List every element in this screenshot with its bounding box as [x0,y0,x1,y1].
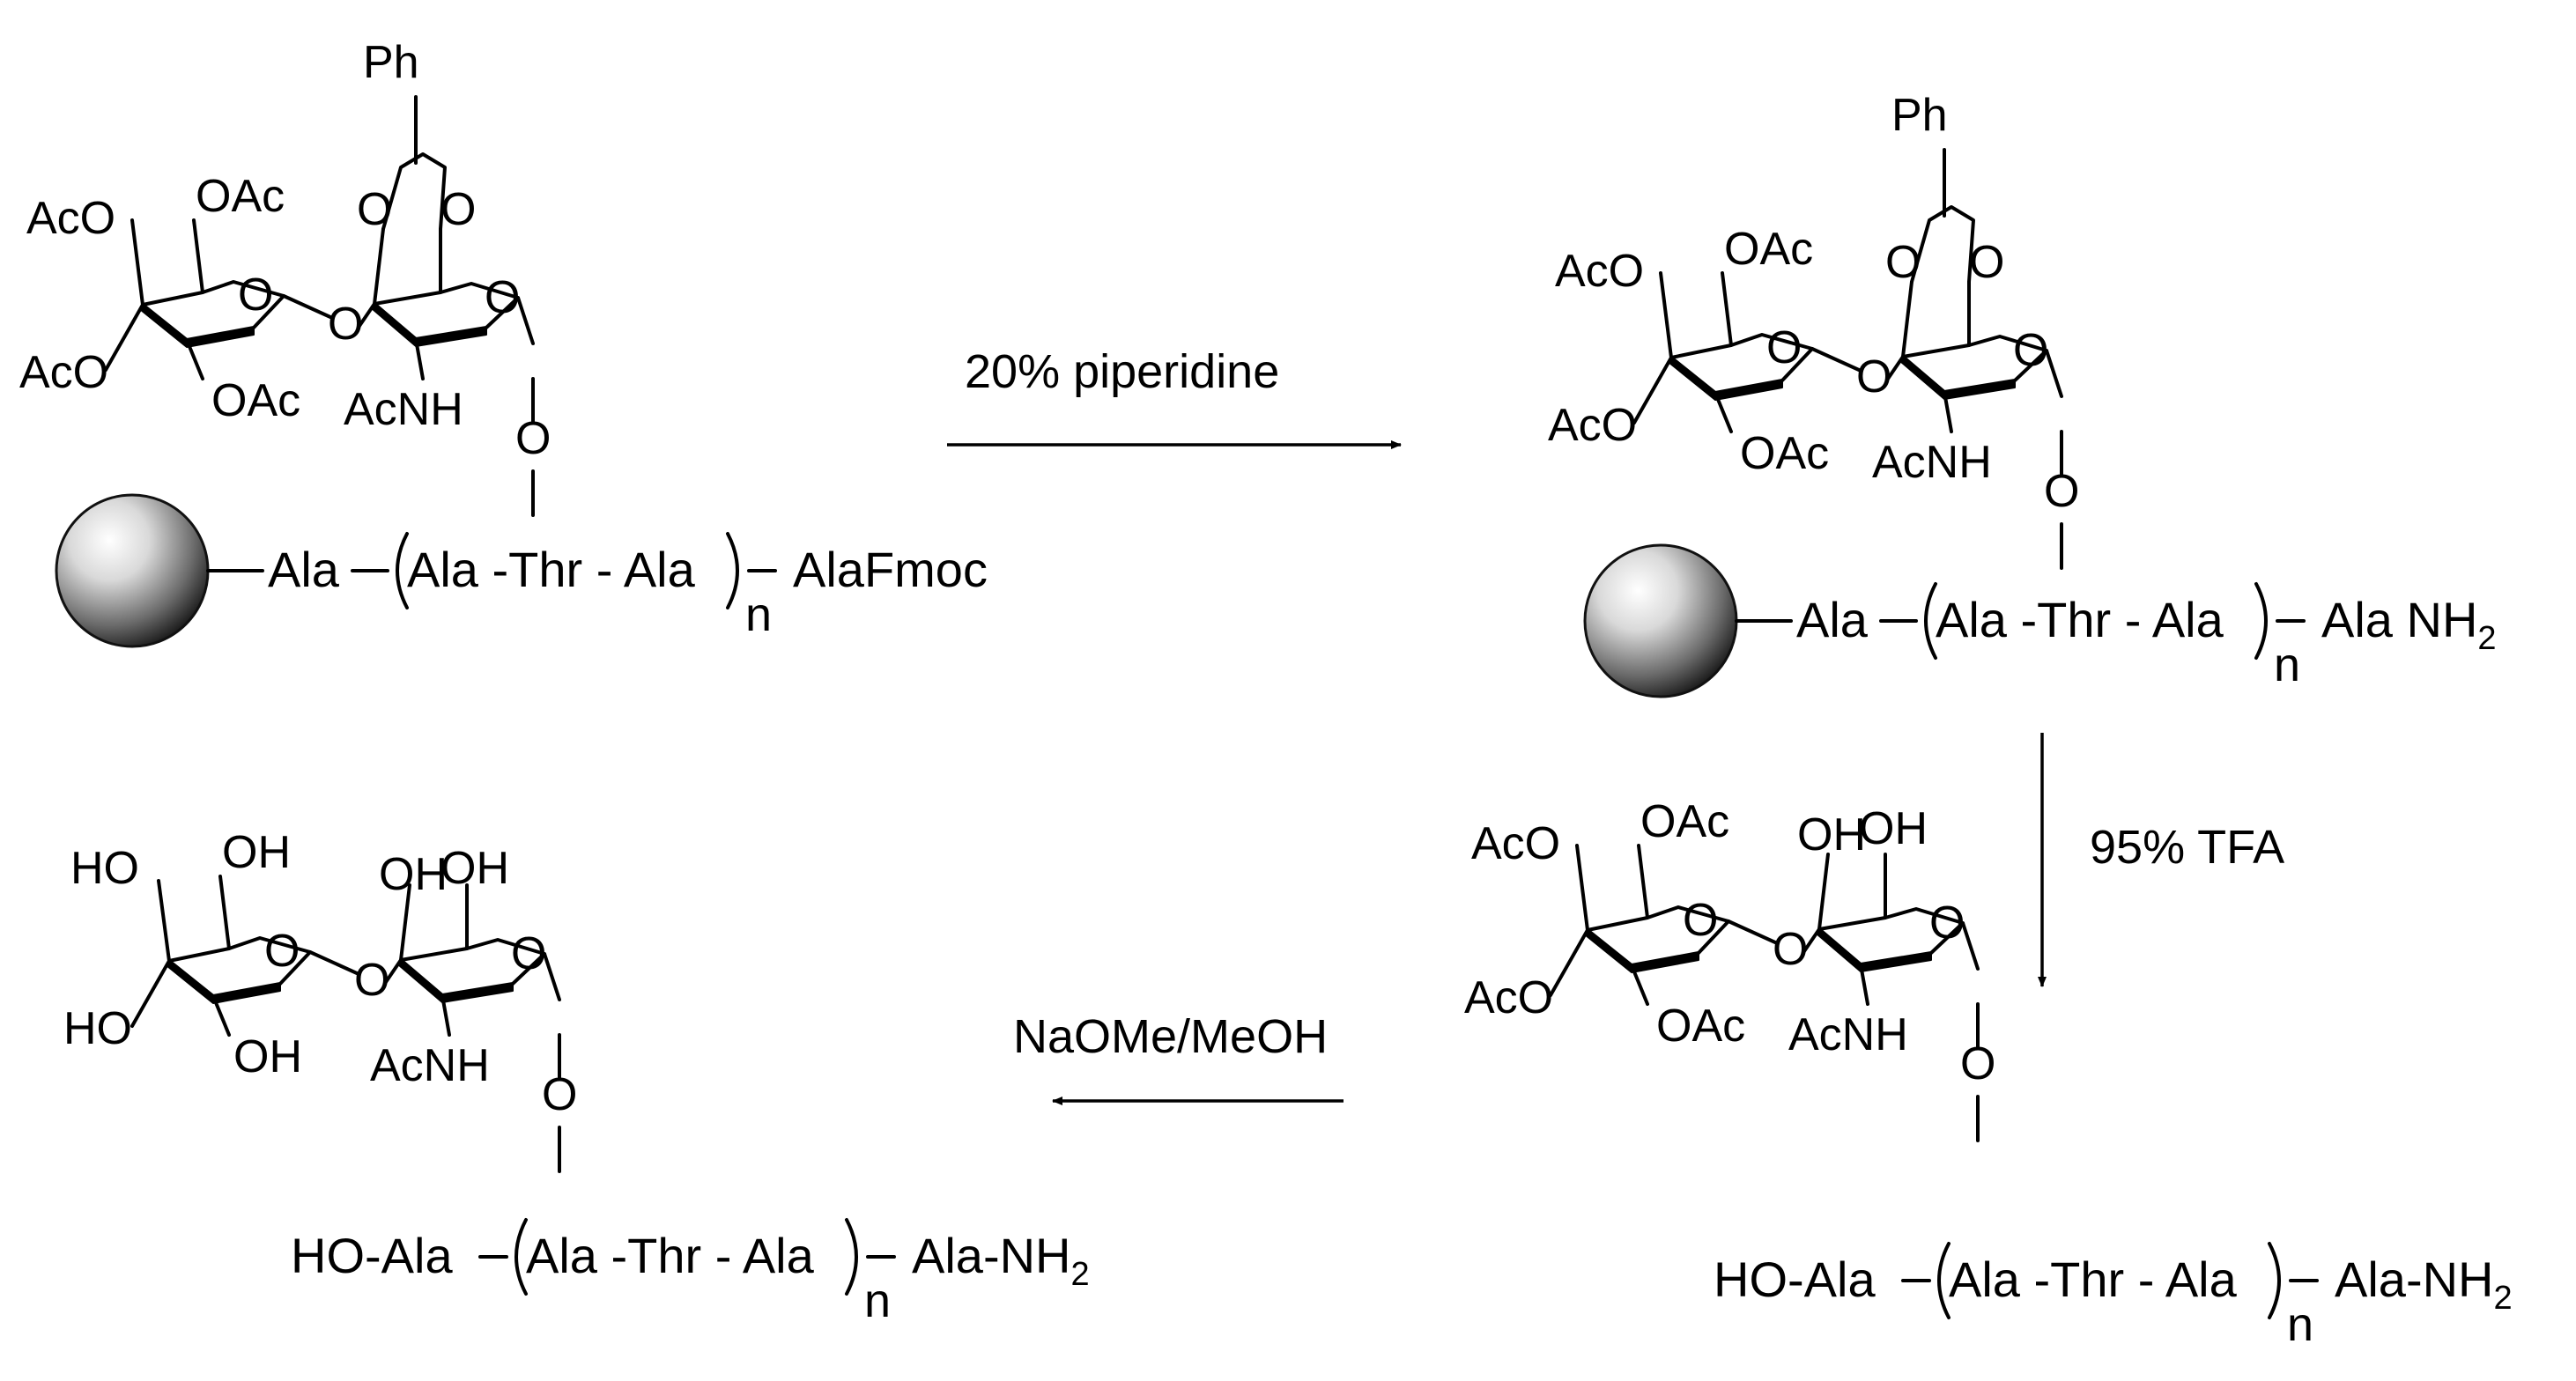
aco-label: AcO [26,193,115,244]
cleaved-molecule: OAc AcO OH OH O O O AcO OAc AcNH O HO-Al… [1464,796,2513,1351]
deprotected-molecule: Ph O O OAc AcO O O O AcO OAc AcNH O Ala … [1548,90,2497,698]
aco-label: AcO [19,347,108,398]
oac-label: OAc [1640,796,1729,847]
ring-o-label: O [1683,895,1718,946]
aco-label: AcO [1555,246,1644,297]
acnh-label: AcNH [1872,437,1992,488]
oac-label: OAc [1740,428,1829,479]
reaction-arrow-1: 20% piperidine [947,345,1402,449]
reagent-step1: 20% piperidine [965,345,1279,398]
chain-prefix: Ala [268,542,340,597]
ring-o-label: O [1766,322,1802,373]
chain-repeat: Ala -Thr - Ala [1936,592,2224,647]
oac-label: OAc [211,375,300,426]
chain-repeat: Ala -Thr - Ala [526,1228,815,1283]
chain-prefix: HO-Ala [1714,1252,1876,1307]
oh-label: OH [1797,809,1866,860]
chain-prefix: HO-Ala [291,1228,453,1283]
ring-o-label: O [2013,325,2048,376]
chain-prefix: Ala [1796,592,1869,647]
ring-o-label: O [485,272,520,323]
reaction-arrow-3: NaOMe/MeOH [1013,1010,1344,1105]
ring-o-label: O [511,928,546,979]
repeat-count: n [864,1274,891,1327]
ring-o-label: O [1929,897,1965,949]
linker-o-label: O [542,1069,577,1120]
chain-terminus: Ala-NH2 [2335,1252,2513,1317]
repeat-count: n [745,588,772,641]
reagent-step2: 95% TFA [2090,821,2284,874]
oh-label: OH [1859,803,1928,854]
acnh-label: AcNH [370,1040,490,1091]
chain-terminus: AlaFmoc [793,542,988,597]
oh-label: OH [233,1031,302,1082]
final-product-molecule: OH HO OH OH O O O HO OH AcNH O HO-Ala Al… [63,827,1090,1327]
bracket-left [396,532,409,609]
ring-o-label: O [238,270,273,321]
chain-repeat: Ala -Thr - Ala [1949,1252,2238,1307]
ring-o-label: O [440,184,476,235]
linker-o-label: O [515,413,551,464]
oh-label: OH [440,843,509,894]
glycosidic-o-label: O [1856,351,1891,402]
glycosidic-o-label: O [328,299,363,350]
glycosidic-o-label: O [354,955,389,1006]
bracket-right [726,532,739,609]
ring-o-label: O [1969,237,2004,288]
acnh-label: AcNH [344,384,463,435]
starting-material-molecule: Ph O O OAc AcO O O O AcO OAc AcNH O Ala … [19,37,988,648]
ho-label: HO [70,843,139,894]
chain-repeat: Ala -Thr - Ala [407,542,696,597]
oac-label: OAc [196,171,285,222]
chain-terminus: Ala-NH2 [912,1228,1090,1293]
acnh-label: AcNH [1788,1009,1908,1060]
aco-label: AcO [1548,400,1637,451]
ph-label: Ph [363,37,419,88]
repeat-count: n [2287,1298,2313,1351]
ph-label: Ph [1891,90,1948,141]
repeat-count: n [2274,639,2300,691]
oh-label: OH [222,827,291,878]
ring-o-label: O [357,184,392,235]
glycosidic-o-label: O [1773,924,1808,975]
bracket-left [1924,582,1937,660]
resin-bead [1583,543,1738,698]
resin-bead [55,493,210,648]
linker-o-label: O [2044,466,2079,517]
oh-label: OH [379,849,448,900]
aco-label: AcO [1464,972,1553,1023]
aco-label: AcO [1471,818,1560,869]
ring-o-label: O [1885,237,1921,288]
chain-terminus: Ala NH2 [2321,592,2497,657]
oac-label: OAc [1724,224,1813,275]
oac-label: OAc [1656,1001,1745,1052]
linker-o-label: O [1960,1038,1995,1089]
reagent-step3: NaOMe/MeOH [1013,1010,1328,1063]
reaction-arrow-2: 95% TFA [2038,733,2284,987]
ho-label: HO [63,1003,132,1054]
ring-o-label: O [264,926,300,977]
